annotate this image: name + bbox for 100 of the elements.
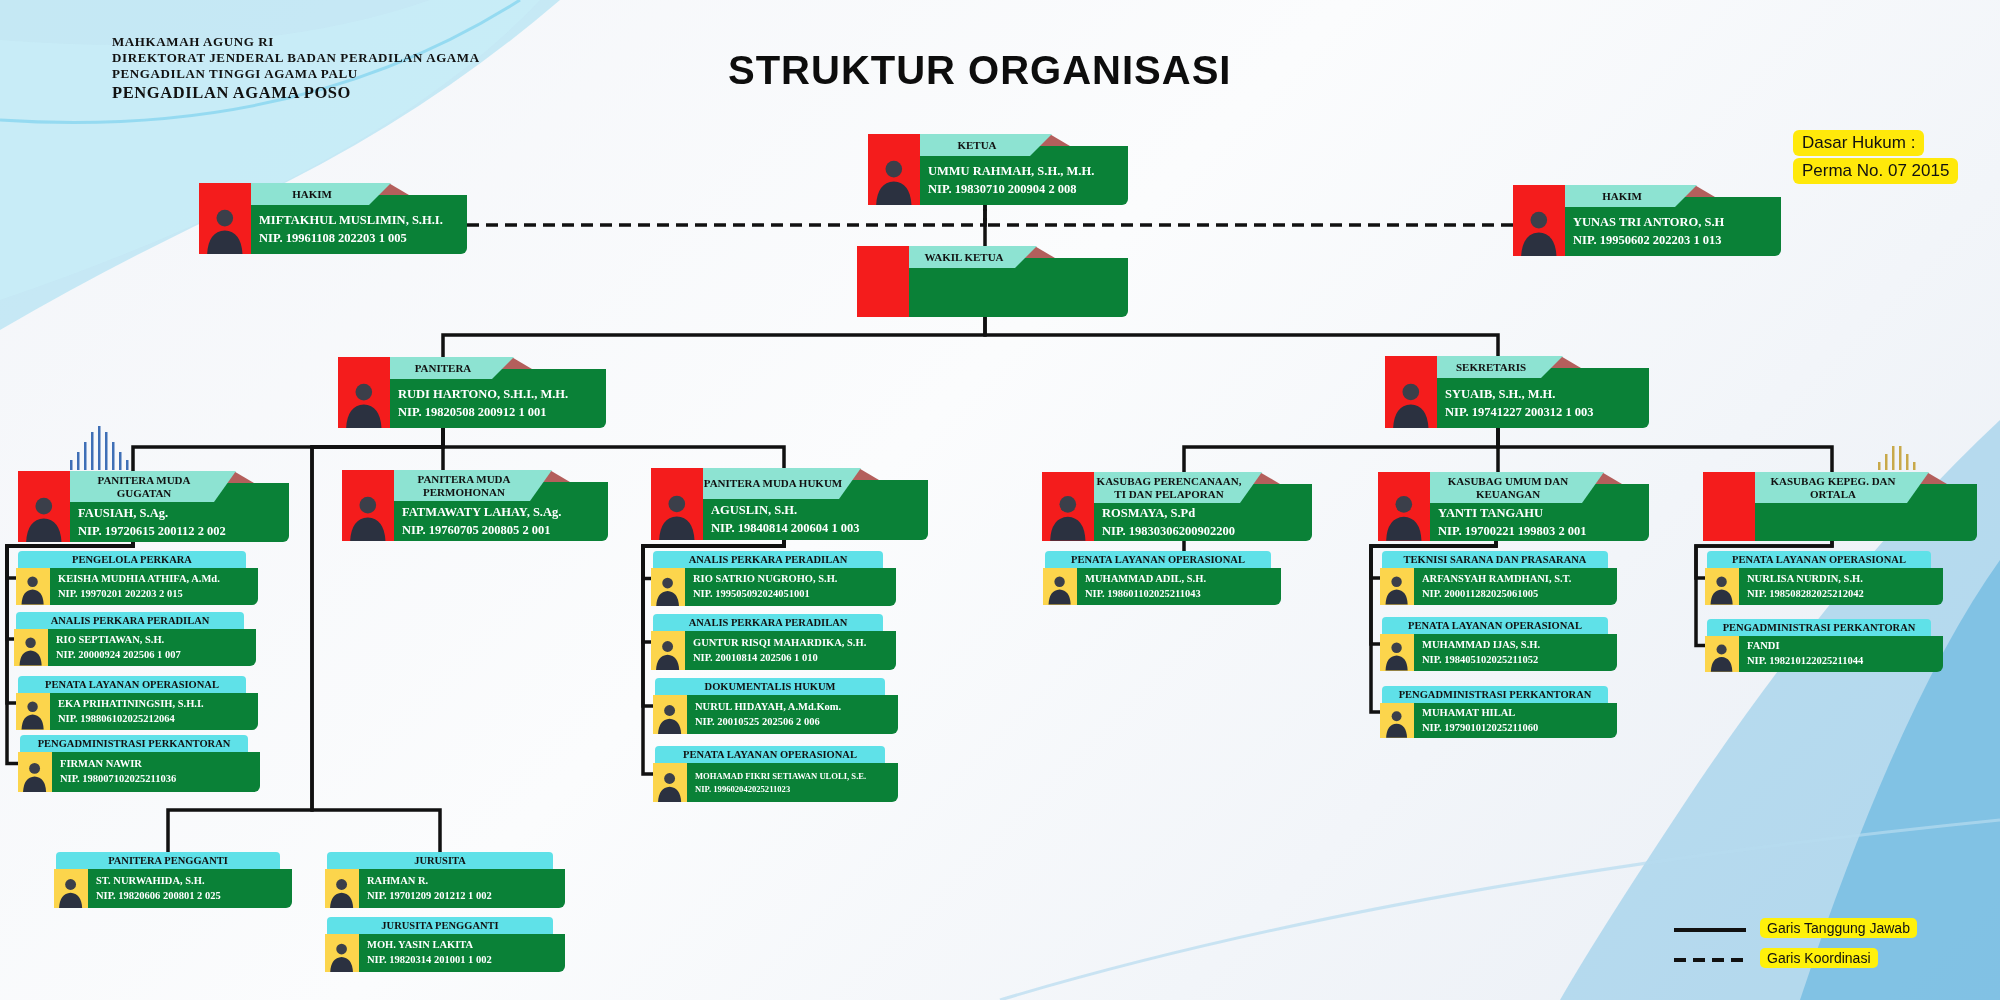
employee-name: AGUSLIN, S.H.	[711, 503, 799, 518]
employee-name: ROSMAYA, S.Pd	[1102, 505, 1197, 521]
employee-name: RUDI HARTONO, S.H.I., M.H.	[398, 387, 570, 402]
legend-label: Garis Tanggung Jawab	[1760, 918, 1917, 938]
position-title: PENATA LAYANAN OPERASIONAL	[1045, 551, 1271, 568]
employee-name: MUHAMAT HILAL	[1422, 706, 1517, 720]
employee-id: NIP. 199505092024051001	[693, 588, 811, 601]
employee-name: EKA PRIHATININGSIH, S.H.I.	[58, 697, 205, 711]
employee-id: NIP. 199602042025211023	[695, 783, 792, 794]
position-title: HAKIM	[251, 183, 391, 205]
employee-name: YANTI TANGAHU	[1438, 505, 1544, 521]
employee-id: NIP. 20000924 202506 1 007	[56, 648, 182, 662]
position-title: PENATA LAYANAN OPERASIONAL	[655, 746, 885, 763]
connector-line	[1496, 428, 1834, 472]
employee-id: NIP. 19741227 200312 1 003	[1445, 404, 1595, 420]
dashed-connector	[467, 205, 987, 227]
employee-name: SYUAIB, S.H., M.H.	[1445, 386, 1557, 402]
employee-card	[18, 471, 289, 542]
employee-name: NURUL HIDAYAH, A.Md.Kom.	[695, 700, 843, 714]
employee-name: FAUSIAH, S.Ag.	[78, 505, 170, 521]
employee-id: NIP. 19830306200902200	[1102, 523, 1236, 539]
employee-card	[1380, 551, 1617, 605]
position-title: ANALIS PERKARA PERADILAN	[16, 612, 244, 629]
employee-card	[651, 551, 896, 606]
employee-name: ST. NURWAHIDA, S.H.	[96, 874, 206, 888]
legal-basis-note: Dasar Hukum :	[1793, 130, 1925, 156]
employee-name: FATMAWATY LAHAY, S.Ag.	[402, 504, 563, 520]
position-title: SEKRETARIS	[1437, 356, 1563, 378]
position-title: PANITERA MUDA GUGATAN	[70, 471, 236, 502]
employee-id: NIP. 198405102025211052	[1422, 653, 1540, 667]
employee-name: GUNTUR RISQI MAHARDIKA, S.H.	[693, 636, 868, 650]
employee-id: NIP. 19830710 200904 2 008	[928, 182, 1078, 197]
employee-card	[653, 678, 898, 734]
employee-card	[14, 612, 256, 666]
employee-name: ARFANSYAH RAMDHANI, S.T.	[1422, 572, 1573, 586]
employee-name: YUNAS TRI ANTORO, S.H	[1573, 215, 1726, 230]
employee-card	[651, 468, 928, 540]
employee-id: NIP. 198007102025211036	[60, 773, 178, 786]
position-title: KASUBAG KEPEG. DAN ORTALA	[1755, 472, 1929, 503]
connector-line	[1369, 541, 1498, 714]
employee-card	[1513, 185, 1781, 256]
employee-card	[1042, 472, 1312, 541]
employee-card	[1705, 551, 1943, 605]
employee-card	[868, 134, 1128, 205]
institution-name: PENGADILAN TINGGI AGAMA PALU	[112, 66, 358, 82]
position-title: PENATA LAYANAN OPERASIONAL	[1707, 551, 1931, 568]
employee-card	[1705, 619, 1943, 672]
employee-name: MOHAMAD FIKRI SETIAWAN ULOLI, S.E.	[695, 771, 868, 782]
position-title: PENGADMINISTRASI PERKANTORAN	[1382, 686, 1608, 703]
employee-name: NURLISA NURDIN, S.H.	[1747, 572, 1864, 586]
employee-card	[16, 551, 258, 605]
employee-id: NIP. 19820314 201001 1 002	[367, 954, 493, 967]
employee-card	[1380, 686, 1617, 738]
employee-id: NIP. 198508282025212042	[1747, 587, 1865, 601]
employee-name: MUHAMMAD IJAS, S.H.	[1422, 638, 1542, 652]
employee-card	[1703, 472, 1977, 541]
position-title: PENGADMINISTRASI PERKANTORAN	[1707, 619, 1931, 636]
connector-line	[983, 317, 1500, 356]
employee-name: MUHAMMAD ADIL, S.H.	[1085, 572, 1208, 586]
employee-name: RIO SEPTIAWAN, S.H.	[56, 633, 166, 647]
position-title: KASUBAG UMUM DAN KEUANGAN	[1430, 472, 1604, 503]
employee-card	[653, 746, 898, 802]
position-title: JURUSITA PENGGANTI	[327, 917, 553, 934]
employee-name: RAHMAN R.	[367, 874, 430, 888]
position-title: WAKIL KETUA	[909, 246, 1037, 268]
employee-card	[199, 183, 467, 254]
employee-id: NIP. 198601102025211043	[1085, 587, 1202, 601]
institution-name: DIREKTORAT JENDERAL BADAN PERADILAN AGAMA	[112, 50, 480, 66]
position-title: PENGADMINISTRASI PERKANTORAN	[20, 735, 248, 752]
position-title: PENATA LAYANAN OPERASIONAL	[18, 676, 246, 693]
position-title: DOKUMENTALIS HUKUM	[655, 678, 885, 695]
employee-card	[857, 246, 1128, 317]
position-title: HAKIM	[1565, 185, 1697, 207]
employee-id: NIP. 19961108 202203 1 005	[259, 231, 408, 246]
position-title: ANALIS PERKARA PERADILAN	[653, 551, 883, 568]
connector-line	[1182, 541, 1186, 551]
employee-name: FANDI	[1747, 640, 1781, 653]
employee-id: NIP. 19720615 200112 2 002	[78, 523, 227, 539]
position-title: PENATA LAYANAN OPERASIONAL	[1382, 617, 1608, 634]
employee-id: NIP. 198806102025212064	[58, 712, 176, 726]
position-title: KASUBAG PERENCANAAN, TI DAN PELAPORAN	[1094, 472, 1262, 503]
employee-name: MOH. YASIN LAKITA	[367, 939, 475, 952]
position-title: PENGELOLA PERKARA	[18, 551, 246, 568]
employee-name: MIFTAKHUL MUSLIMIN, S.H.I.	[259, 213, 444, 228]
employee-id: NIP. 20010814 202506 1 010	[693, 651, 819, 665]
employee-id: NIP. 19700221 199803 2 001	[1438, 523, 1588, 539]
employee-card	[651, 614, 896, 670]
connector-line	[1694, 541, 1834, 648]
employee-id: NIP. 198210122025211044	[1747, 655, 1865, 668]
employee-id: NIP. 19950602 202203 1 013	[1573, 233, 1723, 248]
institution-name: MAHKAMAH AGUNG RI	[112, 34, 274, 50]
position-title: PANITERA	[390, 357, 514, 379]
position-title: ANALIS PERKARA PERADILAN	[653, 614, 883, 631]
position-title: KETUA	[920, 134, 1052, 156]
position-title: JURUSITA	[327, 852, 553, 869]
employee-card	[338, 357, 606, 428]
legend-label: Garis Koordinasi	[1760, 948, 1878, 968]
employee-id: NIP. 19820508 200912 1 001	[398, 405, 548, 420]
diagram-title: STRUKTUR ORGANISASI	[728, 48, 1232, 93]
employee-id: NIP. 200011282025061005	[1422, 587, 1540, 601]
